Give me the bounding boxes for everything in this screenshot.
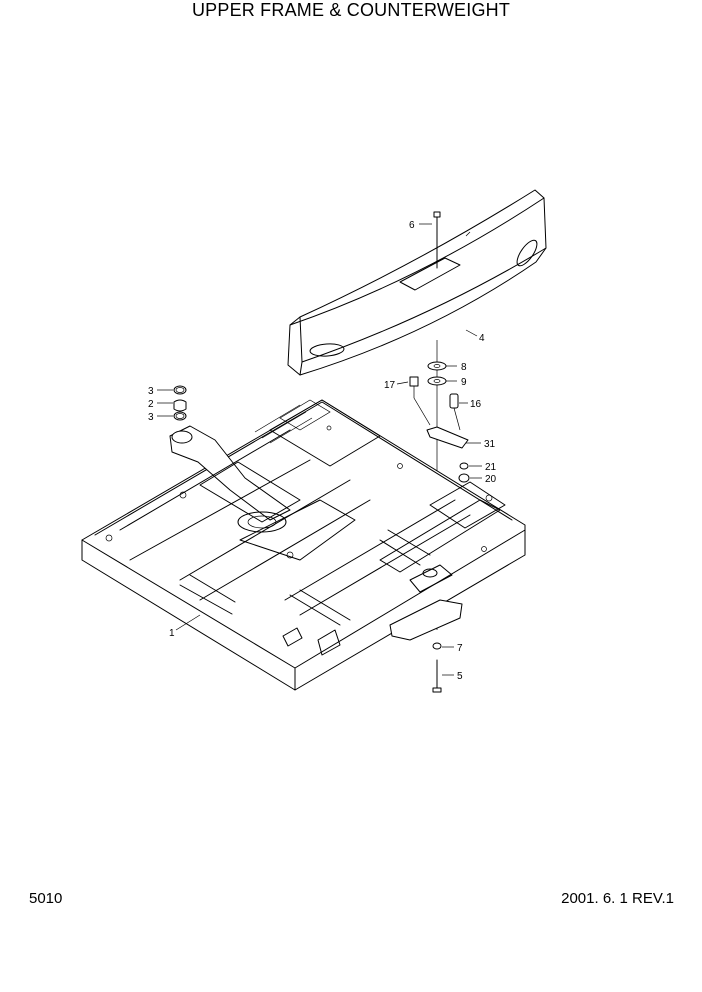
svg-text:6: 6	[409, 220, 415, 231]
svg-text:3: 3	[148, 412, 154, 423]
callout-21: 21	[469, 462, 497, 473]
callouts: 6 4 8 9 17 16 31 21	[148, 220, 497, 682]
callout-2: 2	[148, 399, 173, 410]
svg-text:3: 3	[148, 386, 154, 397]
svg-text:20: 20	[485, 474, 497, 485]
callout-9: 9	[446, 377, 467, 388]
bolt-6	[433, 211, 441, 269]
callout-5: 5	[442, 671, 463, 682]
callout-3-top: 3	[148, 386, 173, 397]
svg-text:7: 7	[457, 643, 463, 654]
page-number: 5010	[29, 890, 63, 907]
callout-4: 4	[465, 329, 485, 344]
counterweight	[287, 189, 547, 376]
callout-31: 31	[466, 439, 496, 450]
svg-text:1: 1	[169, 628, 175, 639]
callout-16: 16	[459, 399, 482, 410]
callout-7: 7	[442, 643, 463, 654]
upper-frame	[81, 399, 526, 691]
callout-3-bottom: 3	[148, 412, 173, 423]
callout-6: 6	[409, 220, 432, 231]
callout-1: 1	[169, 614, 201, 639]
svg-text:2: 2	[148, 399, 154, 410]
bolt-5-nut-7	[432, 642, 442, 693]
svg-text:4: 4	[479, 333, 485, 344]
bracket-hardware	[409, 376, 470, 483]
svg-text:31: 31	[484, 439, 496, 450]
svg-text:8: 8	[461, 362, 467, 373]
callout-20: 20	[470, 474, 497, 485]
bushings-2-3	[173, 385, 187, 421]
revision-date: 2001. 6. 1 REV.1	[561, 890, 674, 907]
callout-8: 8	[446, 362, 467, 373]
svg-text:21: 21	[485, 462, 497, 473]
svg-text:17: 17	[384, 380, 396, 391]
svg-text:5: 5	[457, 671, 463, 682]
svg-text:9: 9	[461, 377, 467, 388]
callout-17: 17	[384, 380, 409, 391]
page-title: UPPER FRAME & COUNTERWEIGHT	[191, 0, 511, 20]
svg-text:16: 16	[470, 399, 482, 410]
